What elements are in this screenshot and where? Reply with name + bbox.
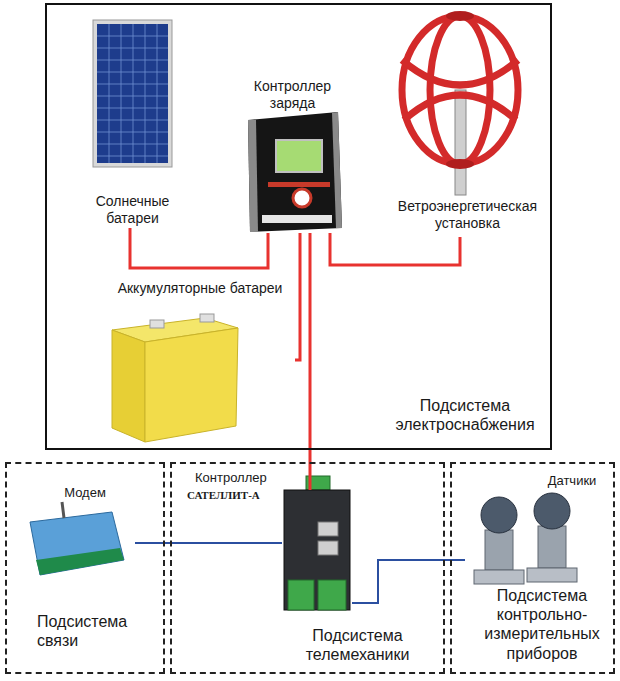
- sensor-head: [534, 493, 570, 529]
- subsystem-box: Подсистема телемеханикиКонтроллерСАТЕЛЛИ…: [170, 462, 445, 674]
- controller-logo: [293, 189, 311, 207]
- terminal-block: [318, 580, 346, 610]
- satellite-controller-device: [284, 476, 350, 610]
- node-label: Подсистема контрольно-измерительных приб…: [478, 586, 606, 663]
- terminal-block: [288, 580, 314, 610]
- modem-antenna: [62, 502, 64, 518]
- wire-connector: [135, 542, 282, 544]
- node-label: Солнечные батареи: [75, 193, 190, 227]
- controller-terminals: [262, 215, 332, 223]
- modem-node: Модем: [20, 483, 135, 583]
- wind-turbine-node: Ветроэнергетическая установка: [385, 5, 550, 237]
- wire-connector: [295, 233, 300, 360]
- charge-controller-device: [248, 112, 342, 232]
- pressure-sensors: [474, 493, 577, 584]
- turbine-hub: [446, 11, 474, 21]
- ethernet-port: [318, 541, 338, 555]
- battery-node: Аккумуляторные батареи: [105, 280, 295, 442]
- sensor-flange: [527, 568, 577, 582]
- controller-body: [248, 112, 342, 232]
- node-label: Контроллер: [195, 470, 285, 486]
- sensor-body: [538, 526, 566, 568]
- controller-screen: [276, 140, 322, 172]
- sensor-flange: [474, 570, 524, 584]
- power-connector: [306, 476, 330, 490]
- controller-housing: [284, 490, 350, 610]
- turbine-hub: [446, 159, 474, 169]
- charge-controller-node: Контроллер заряда: [240, 78, 345, 233]
- battery-side: [112, 330, 145, 442]
- panel-frame: [93, 20, 172, 167]
- wire-connector: [330, 233, 460, 265]
- subsystem-box: Подсистема контрольно-измерительных приб…: [450, 462, 615, 674]
- battery-terminal: [200, 314, 214, 322]
- controller-edge: [332, 112, 342, 228]
- turbine-mast: [455, 90, 466, 195]
- panel-grid: [97, 24, 168, 163]
- node-label: Аккумуляторные батареи: [105, 280, 295, 297]
- sensor-head: [481, 497, 517, 533]
- sensors-node: Датчики: [465, 472, 607, 590]
- battery: [112, 314, 238, 442]
- node-label: Подсистема связи: [37, 612, 157, 650]
- panel-cells: [97, 24, 168, 163]
- turbine-blades: [402, 16, 518, 164]
- battery-front: [145, 328, 238, 442]
- battery-terminal: [150, 320, 164, 328]
- modem-terminals: [36, 548, 124, 575]
- solar-panel: [93, 20, 172, 167]
- ethernet-port: [318, 522, 338, 536]
- solar-panel-node: Солнечные батареи: [75, 18, 190, 228]
- node-label: Подсистема телемеханики: [275, 626, 440, 664]
- node-label: Модем: [35, 485, 135, 501]
- node-label: Датчики: [538, 473, 606, 489]
- modem-body: [30, 512, 124, 575]
- node-label: Контроллер заряда: [240, 78, 345, 112]
- sensor-body: [485, 530, 513, 570]
- controller-stripe: [268, 182, 330, 187]
- node-label: Подсистема электроснабжения: [380, 396, 550, 434]
- wire-connector: [130, 228, 268, 268]
- wind-turbine: [402, 11, 518, 195]
- node-label: САТЕЛЛИТ-А: [187, 489, 282, 502]
- controller-edge: [248, 120, 258, 232]
- subsystem-box: Подсистема связи Модем: [5, 462, 165, 674]
- wire-connector: [309, 233, 312, 490]
- modem-device: [30, 502, 124, 575]
- subsystem-frame: Подсистема электроснабжения Солнечные бат…: [45, 3, 552, 450]
- wire-connector: [352, 560, 465, 603]
- satellite-controller-node: КонтроллерСАТЕЛЛИТ-А: [282, 490, 352, 612]
- node-label: Ветроэнергетическая установка: [385, 198, 550, 232]
